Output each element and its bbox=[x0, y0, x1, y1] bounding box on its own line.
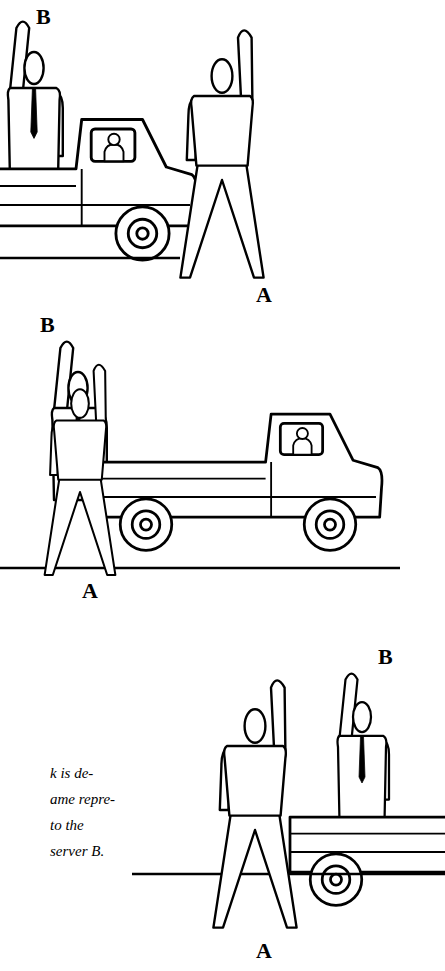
truck bbox=[100, 414, 382, 550]
caption-fragment: ame repre- bbox=[50, 792, 115, 807]
caption-fragment: k is de- bbox=[50, 766, 93, 781]
truck bbox=[0, 120, 196, 261]
truck bbox=[290, 769, 445, 905]
observer-a bbox=[180, 30, 263, 277]
observer-label: A bbox=[256, 940, 272, 962]
ground-line bbox=[0, 567, 400, 570]
observer-label: A bbox=[82, 580, 98, 602]
observer-b bbox=[8, 22, 63, 180]
observer-a bbox=[213, 680, 296, 927]
caption-fragment: server B. bbox=[50, 844, 104, 859]
caption-fragment: to the bbox=[50, 818, 84, 833]
observer-label: A bbox=[256, 284, 272, 306]
observer-label: B bbox=[40, 314, 55, 336]
observer-b bbox=[338, 674, 390, 823]
observer-a bbox=[45, 365, 116, 575]
observer-label: B bbox=[378, 646, 393, 668]
ground-line bbox=[0, 257, 180, 260]
observer-label: B bbox=[36, 6, 51, 28]
